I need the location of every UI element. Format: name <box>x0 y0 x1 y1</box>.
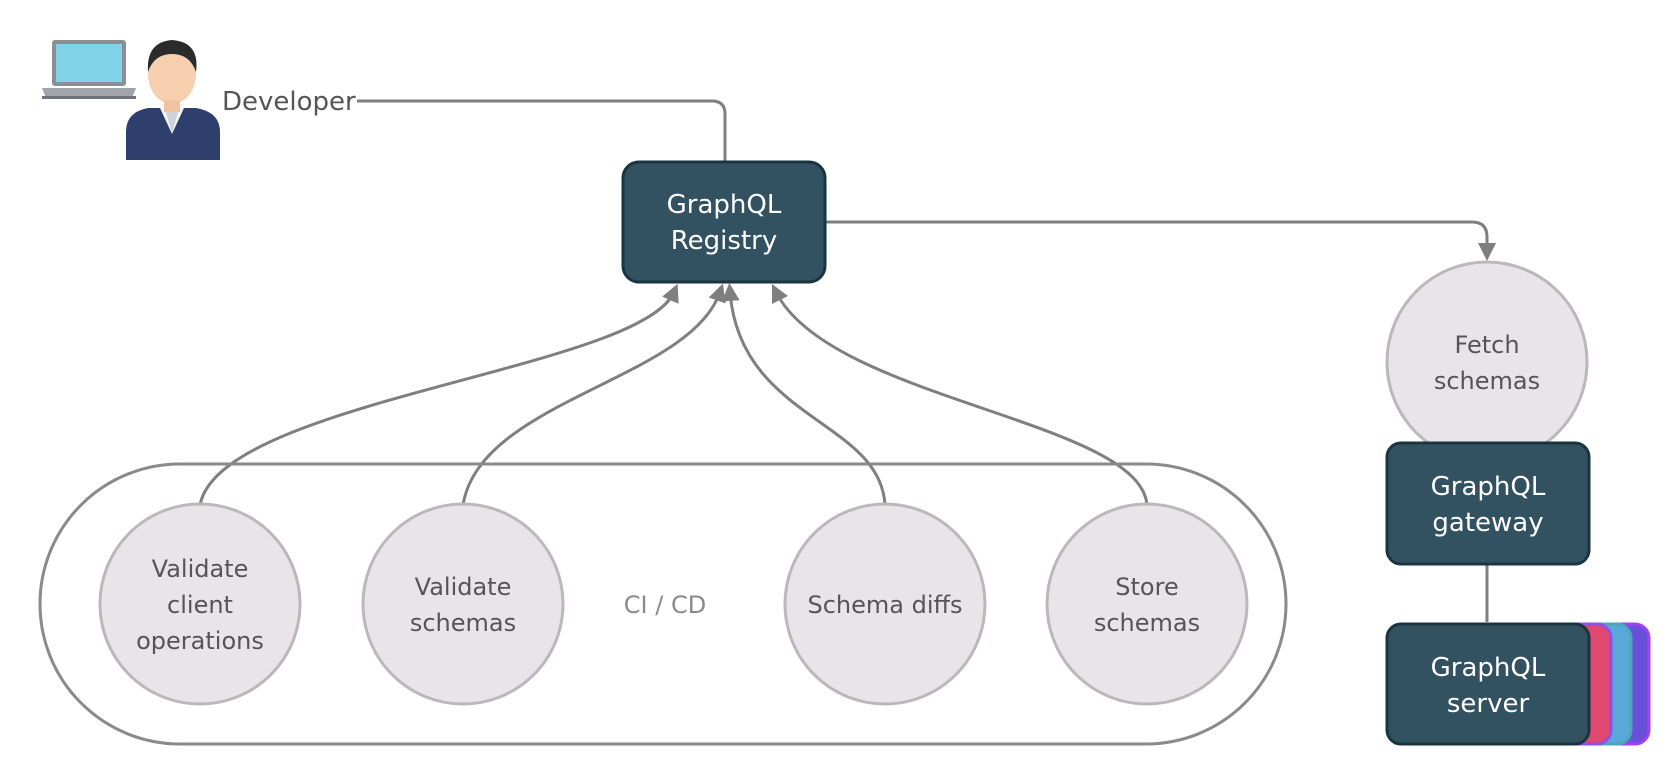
validate-schemas-to-registry-edge <box>461 283 726 506</box>
step-validate-client-operations: Validate client operations <box>98 502 302 706</box>
registry-label-line-1: GraphQL <box>667 190 782 220</box>
server-node: GraphQL server <box>1385 622 1591 746</box>
step-label-line-3: operations <box>136 627 264 655</box>
fetch-label-line-2: schemas <box>1434 367 1540 395</box>
step-schema-diffs: Schema diffs <box>783 502 987 706</box>
step-label-line-2: schemas <box>410 609 516 637</box>
step-validate-schemas: Validate schemas <box>361 502 565 706</box>
schema-diffs-to-registry-edge <box>721 283 887 506</box>
store-schemas-to-registry-edge <box>771 283 1149 506</box>
gateway-label-line-2: gateway <box>1432 508 1543 538</box>
registry-to-fetch-edge <box>826 220 1496 261</box>
registry-node: GraphQL Registry <box>621 160 827 284</box>
developer-label: Developer <box>222 87 356 117</box>
step-label-line-2: schemas <box>1094 609 1200 637</box>
step-store-schemas: Store schemas <box>1045 502 1249 706</box>
step-label-line-1: Store <box>1115 573 1178 601</box>
cicd-container <box>38 462 1288 746</box>
step-label-line-1: Validate <box>415 573 512 601</box>
server-label-line-2: server <box>1447 689 1530 719</box>
validate-client-to-registry-edge <box>198 283 679 506</box>
gateway-label-line-1: GraphQL <box>1431 472 1546 502</box>
step-label-line-1: Schema diffs <box>807 591 962 619</box>
server-label-line-1: GraphQL <box>1431 653 1546 683</box>
registry-label-line-2: Registry <box>671 226 777 256</box>
developer-to-registry-edge <box>357 99 727 162</box>
step-label-line-1: Validate <box>152 555 249 583</box>
step-label-line-2: client <box>167 591 233 619</box>
laptop-icon <box>42 40 136 99</box>
cicd-label: CI / CD <box>624 591 706 619</box>
person-icon <box>126 40 220 160</box>
fetch-label-line-1: Fetch <box>1454 331 1519 359</box>
fetch-schemas-node: Fetch schemas <box>1385 260 1589 464</box>
gateway-node: GraphQL gateway <box>1385 441 1591 566</box>
